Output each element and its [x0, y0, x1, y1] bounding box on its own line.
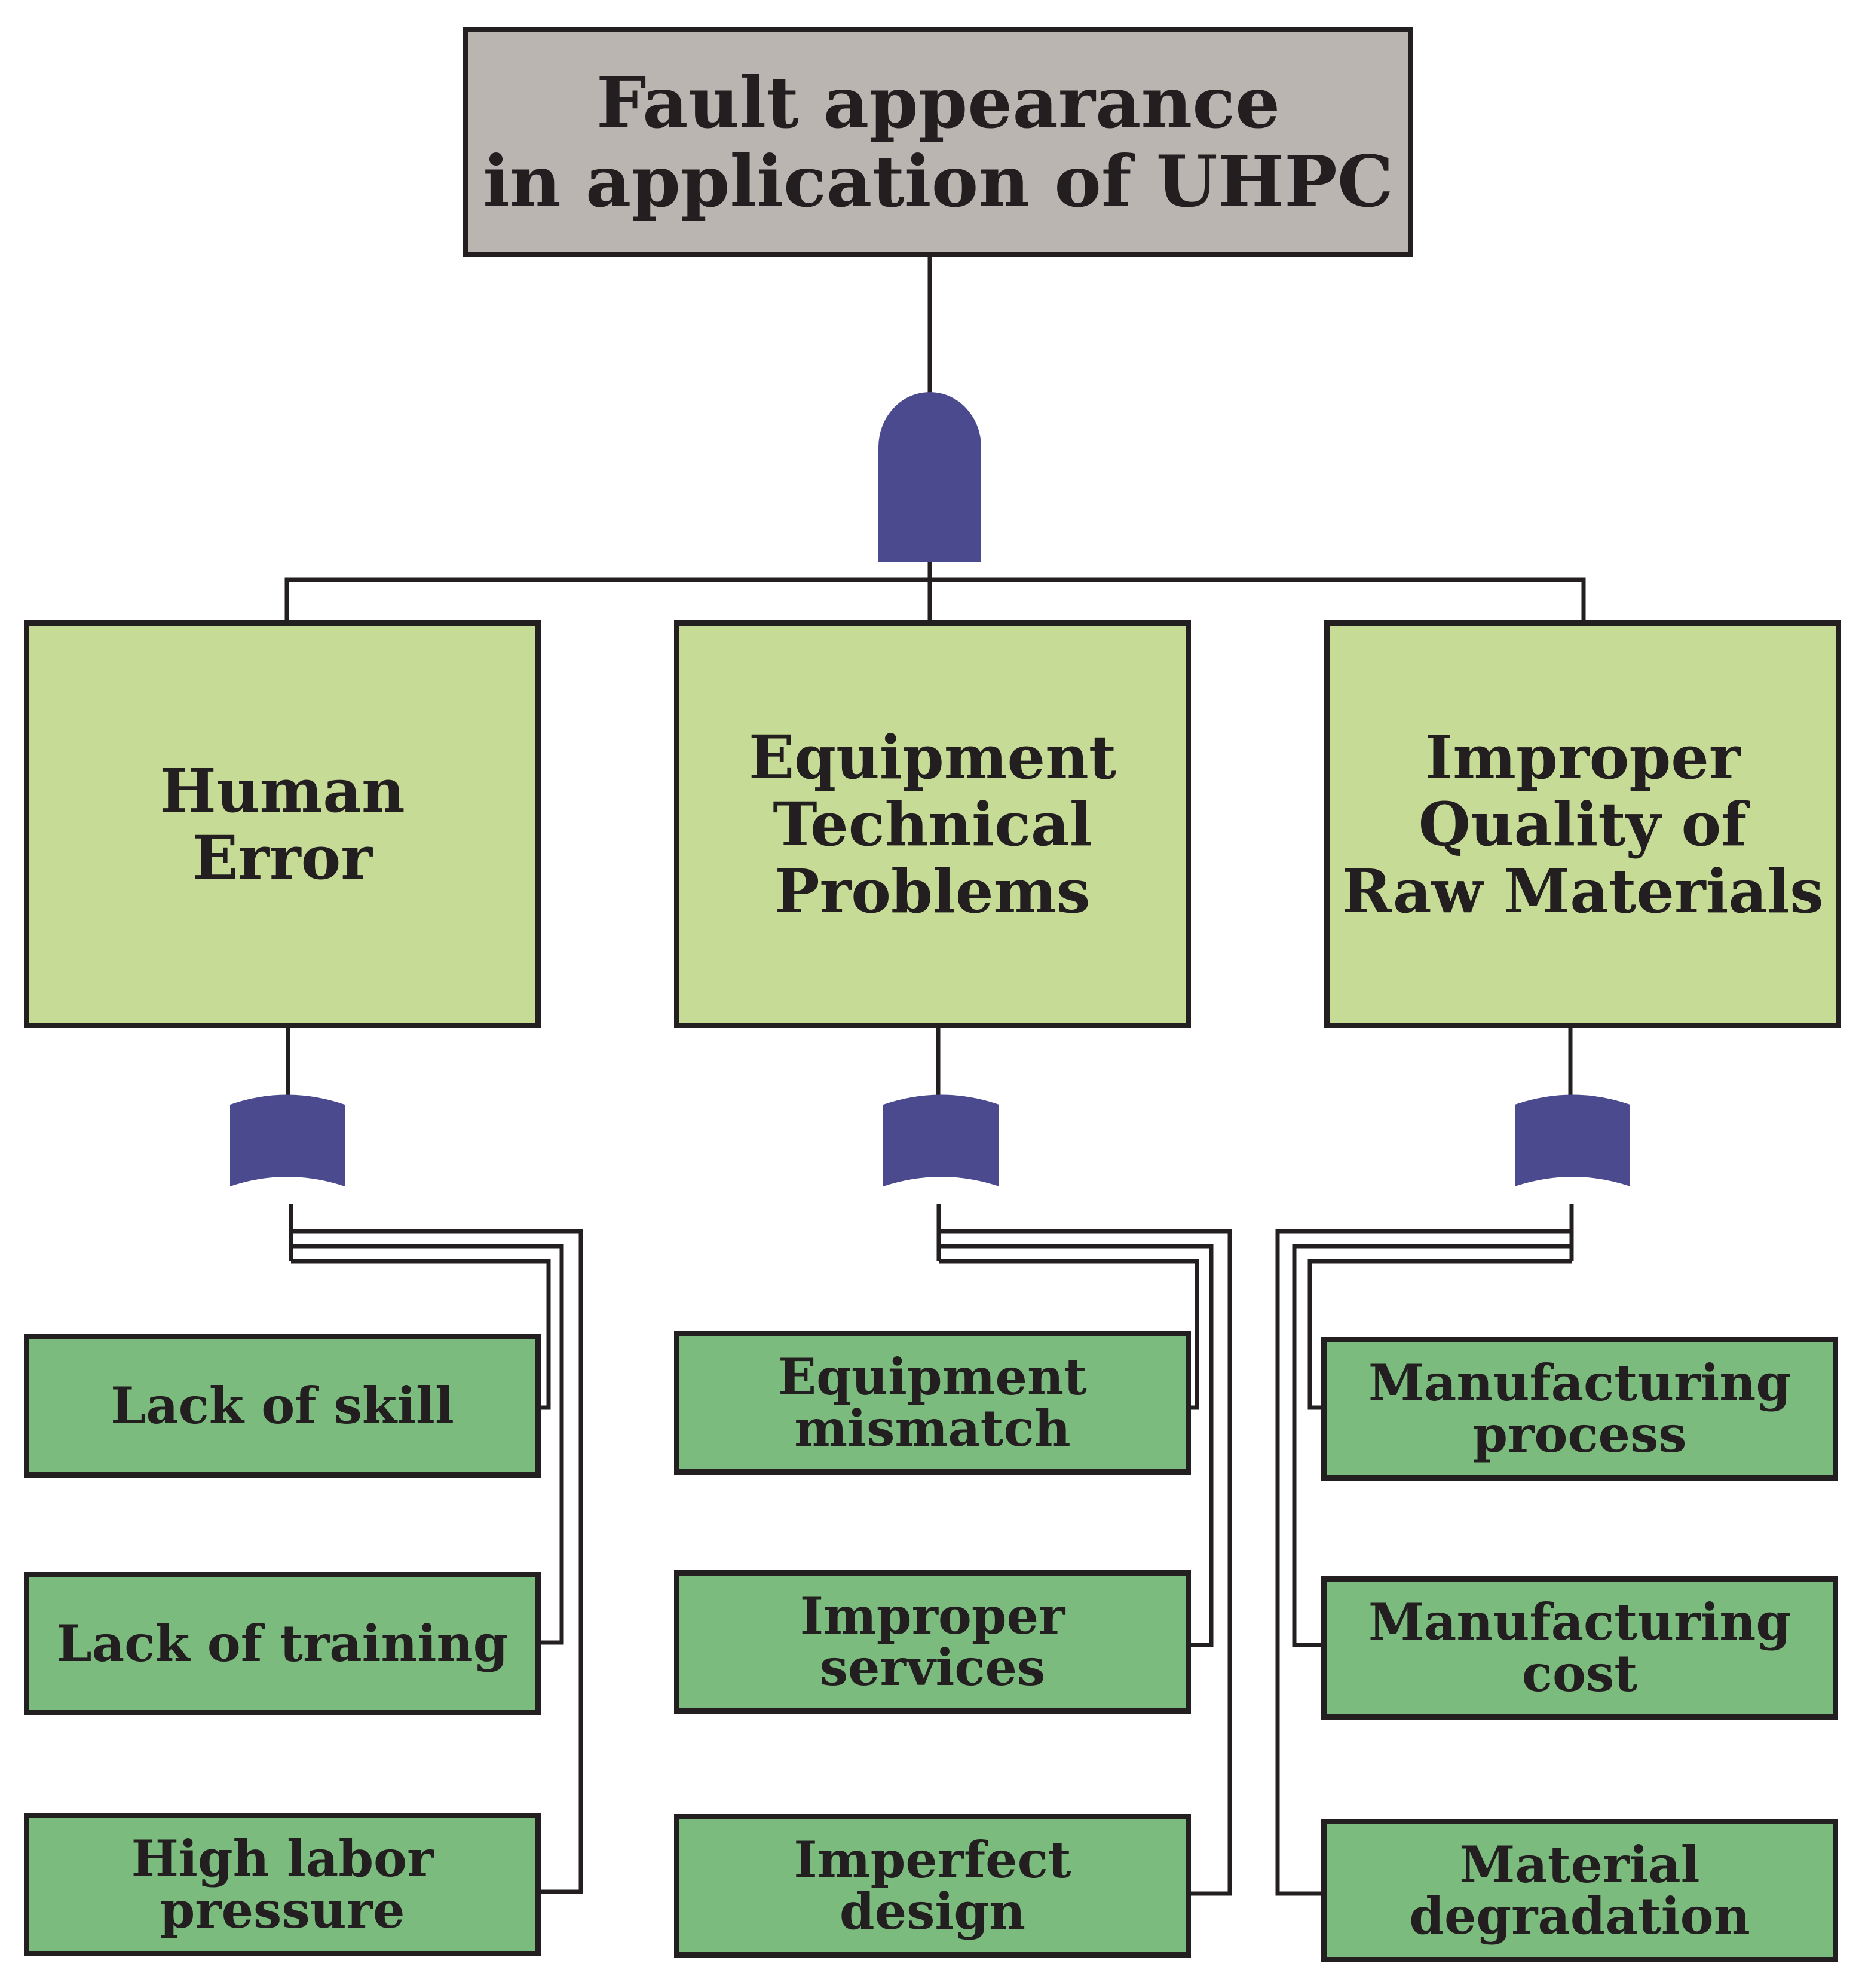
cause-label-line: design — [839, 1882, 1026, 1941]
cause-label-line: degradation — [1409, 1886, 1750, 1946]
cause-label-line: High labor — [131, 1829, 434, 1888]
category-bus — [284, 577, 1586, 622]
cause-text: Lack of training — [57, 1618, 509, 1669]
category-text: Equipment Technical Problems — [749, 724, 1116, 925]
cause-text: High labor pressure — [131, 1833, 434, 1936]
cause-label-line: cost — [1521, 1644, 1638, 1703]
category-label-line: Quality of — [1418, 789, 1747, 860]
wire-lack-of-training — [291, 1244, 564, 1645]
category-label-line: Improper — [1425, 722, 1741, 793]
and-gate-icon — [878, 392, 981, 562]
cause-label-line: Manufacturing — [1368, 1353, 1791, 1412]
category-label-line: Error — [192, 822, 372, 893]
category-label-line: Technical — [773, 789, 1092, 860]
cause-box-high-labor-pressure: High labor pressure — [24, 1813, 541, 1956]
wire-lack-of-skill — [291, 1259, 551, 1410]
cause-label-line: process — [1472, 1405, 1687, 1464]
category-box-equipment: Equipment Technical Problems — [674, 620, 1191, 1028]
cause-text: Manufacturing cost — [1368, 1596, 1791, 1699]
wire-material-degradation — [1275, 1229, 1572, 1896]
or-gate-icon-human-error — [230, 1094, 345, 1186]
wire-high-labor-pressure — [291, 1229, 583, 1894]
cause-text: Equipment mismatch — [778, 1351, 1087, 1454]
top-event-line-1: Fault appearance — [596, 60, 1281, 144]
cause-label-line: pressure — [160, 1880, 405, 1940]
cause-label-line: Manufacturing — [1368, 1592, 1791, 1651]
top-event-line-2: in application of UHPC — [483, 139, 1394, 223]
category-label-line: Raw Materials — [1342, 856, 1824, 926]
cause-label-line: Material — [1459, 1835, 1700, 1894]
cause-label-line: Lack of training — [56, 1614, 509, 1673]
cause-box-lack-of-skill: Lack of skill — [24, 1334, 541, 1478]
category-label-line: Equipment — [748, 722, 1117, 793]
top-event-box: Fault appearance in application of UHPC — [463, 27, 1413, 257]
wire-manufacturing-process — [1307, 1259, 1572, 1410]
wire-imperfect-design — [939, 1229, 1232, 1896]
cause-box-imperfect-design: Imperfect design — [674, 1814, 1191, 1958]
wire-equipment-mismatch — [939, 1259, 1199, 1410]
category-box-human-error: Human Error — [24, 620, 541, 1028]
cause-box-equipment-mismatch: Equipment mismatch — [674, 1331, 1191, 1475]
cause-text: Manufacturing process — [1368, 1357, 1791, 1460]
cause-label-line: Improper — [800, 1586, 1065, 1646]
cause-box-lack-of-training: Lack of training — [24, 1572, 541, 1715]
cause-label-line: Imperfect — [794, 1830, 1071, 1889]
or-gate-icon-raw-materials — [1515, 1094, 1630, 1186]
or-gate-icon-equipment — [883, 1094, 999, 1186]
top-event-text: Fault appearance in application of UHPC — [483, 63, 1394, 221]
cause-box-manufacturing-cost: Manufacturing cost — [1321, 1576, 1838, 1720]
cause-label-line: services — [819, 1638, 1046, 1697]
cause-label-line: mismatch — [794, 1399, 1071, 1458]
cause-label-line: Lack of skill — [111, 1376, 454, 1435]
wire-improper-services — [939, 1244, 1214, 1647]
cause-text: Improper services — [800, 1591, 1065, 1693]
cause-box-manufacturing-process: Manufacturing process — [1321, 1337, 1838, 1481]
category-text: Human Error — [160, 757, 405, 891]
category-text: Improper Quality of Raw Materials — [1342, 724, 1823, 925]
cause-label-line: Equipment — [778, 1347, 1087, 1406]
wire-manufacturing-cost — [1292, 1244, 1572, 1647]
cause-text: Material degradation — [1409, 1839, 1750, 1942]
cause-text: Lack of skill — [111, 1380, 454, 1432]
category-box-raw-materials: Improper Quality of Raw Materials — [1324, 620, 1841, 1028]
cause-box-material-degradation: Material degradation — [1321, 1819, 1838, 1962]
cause-text: Imperfect design — [794, 1834, 1071, 1937]
cause-box-improper-services: Improper services — [674, 1570, 1191, 1714]
category-label-line: Human — [160, 756, 405, 826]
category-label-line: Problems — [774, 856, 1091, 926]
